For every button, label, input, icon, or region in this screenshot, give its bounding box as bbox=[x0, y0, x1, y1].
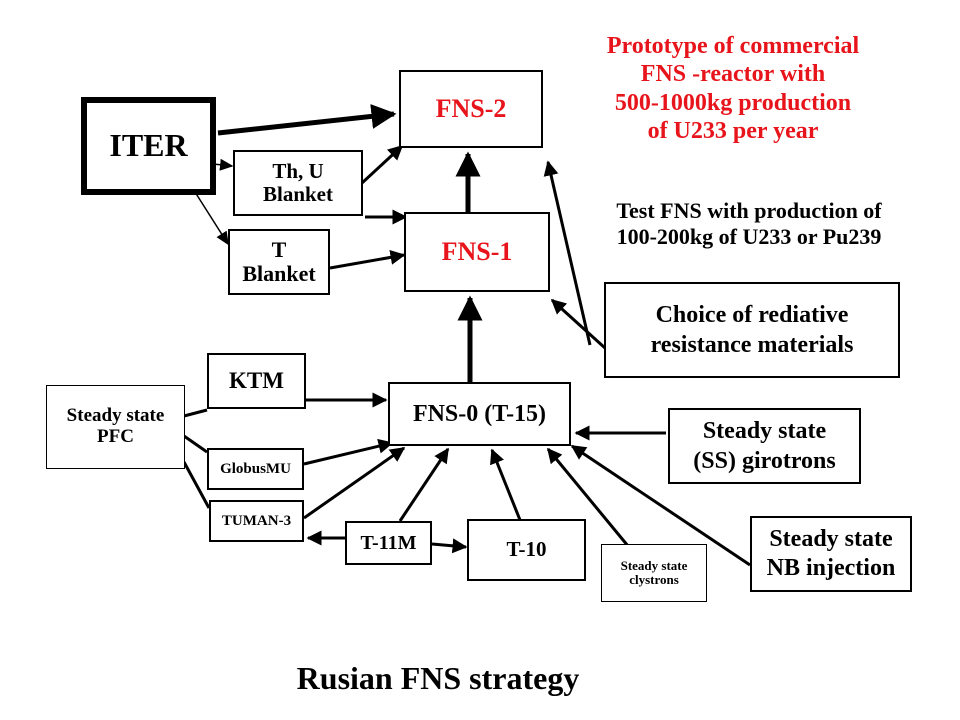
line-pfc-to-tuman3 bbox=[182, 461, 211, 509]
arrow-iter-to-fns2 bbox=[217, 103, 397, 136]
line-pfc-to-ktm bbox=[183, 408, 208, 418]
arrow-choice-to-fns1 bbox=[550, 298, 607, 350]
note-test-fns: Test FNS with production of 100-200kg of… bbox=[616, 198, 882, 249]
node-iter: ITER bbox=[81, 97, 216, 195]
arrow-nb-to-fns0 bbox=[570, 444, 751, 567]
node-ss-nb-injection: Steady state NB injection bbox=[750, 516, 912, 592]
node-tuman3: TUMAN-3 bbox=[209, 500, 304, 542]
node-th-u-blanket: Th, U Blanket bbox=[233, 150, 363, 216]
node-fns2: FNS-2 bbox=[399, 70, 543, 148]
arrow-tuman3-to-fns0 bbox=[303, 446, 406, 520]
node-t11m: T-11M bbox=[345, 521, 432, 565]
arrow-iter-to-t-blanket bbox=[194, 191, 229, 246]
node-t10: T-10 bbox=[467, 519, 586, 581]
node-fns0: FNS-0 (T-15) bbox=[388, 382, 571, 446]
node-globusmu: GlobusMU bbox=[207, 448, 304, 490]
node-choice-materials: Choice of rediative resistance materials bbox=[604, 282, 900, 378]
node-t-blanket: T Blanket bbox=[228, 229, 330, 295]
node-ktm: KTM bbox=[207, 353, 306, 409]
arrow-t10-to-fns0 bbox=[490, 448, 522, 521]
diagram-caption: Rusian FNS strategy bbox=[296, 660, 580, 696]
arrow-t-blanket-to-fns1 bbox=[329, 249, 406, 270]
node-fns1: FNS-1 bbox=[404, 212, 550, 292]
arrow-choice-to-fns2 bbox=[543, 160, 592, 346]
arrow-globusmu-to-fns0 bbox=[303, 438, 394, 466]
arrow-iter-to-thu-blanket bbox=[212, 158, 234, 171]
arrow-clystrons-to-fns0 bbox=[546, 447, 630, 547]
arrow-t11m-to-fns0 bbox=[398, 447, 450, 522]
node-steady-state-pfc: Steady state PFC bbox=[46, 385, 185, 469]
note-prototype: Prototype of commercial FNS -reactor wit… bbox=[606, 33, 860, 144]
node-ss-clystrons: Steady state clystrons bbox=[601, 544, 707, 602]
line-pfc-to-globusmu bbox=[183, 434, 208, 454]
arrow-t11m-to-t10 bbox=[431, 538, 468, 554]
node-ss-girotrons: Steady state (SS) girotrons bbox=[668, 408, 861, 484]
arrow-thu-blanket-to-fns2 bbox=[360, 144, 404, 185]
